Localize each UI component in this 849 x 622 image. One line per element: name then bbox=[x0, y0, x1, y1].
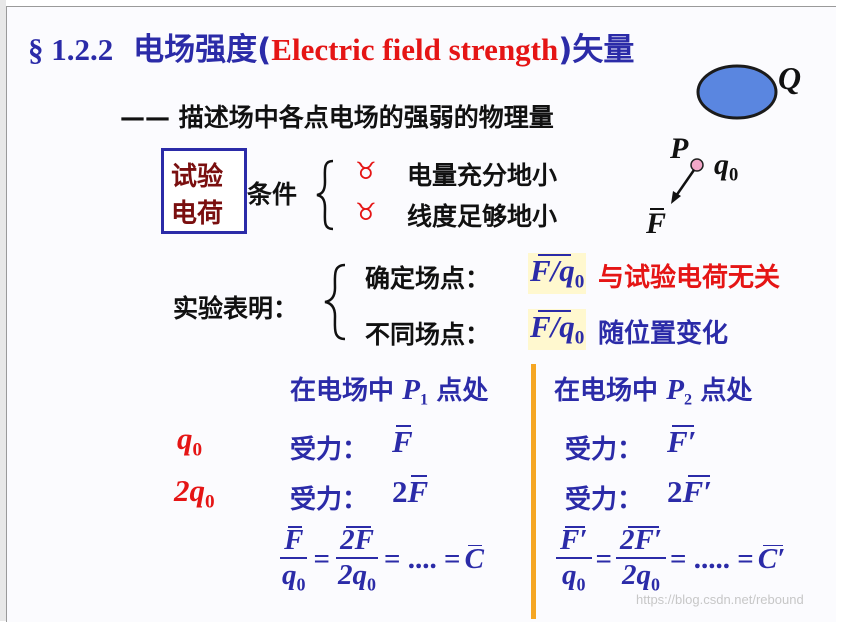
title-paren-close: ) bbox=[558, 32, 573, 68]
source-charge-ellipse bbox=[696, 64, 778, 120]
force-label: 受力： bbox=[565, 435, 644, 465]
title-zh: 电场强度 bbox=[133, 32, 258, 68]
experiment-brace bbox=[324, 263, 346, 341]
equation-col2: F′q0 = 2F′2q0 = ..... = C′ bbox=[556, 524, 785, 595]
force-arrow bbox=[674, 169, 696, 197]
label-Q: Q bbox=[778, 60, 802, 96]
col2-header: 在电场中 P2 点处 bbox=[554, 374, 753, 409]
col2-row1-force: F′ bbox=[667, 424, 697, 459]
row2-expression: F/q0 bbox=[528, 309, 587, 350]
experiment-label: 实验表明： bbox=[173, 294, 299, 323]
bullet-icon: ♉ bbox=[355, 157, 377, 185]
slide bbox=[6, 6, 836, 622]
row1-result: 与试验电荷无关 bbox=[598, 263, 781, 293]
col1-row2-force: 2F bbox=[392, 474, 429, 509]
field-figure bbox=[671, 64, 778, 204]
force-label: 受力： bbox=[565, 485, 644, 515]
title-suffix: 矢量 bbox=[572, 32, 635, 68]
section-number: § 1.2.2 bbox=[28, 32, 114, 67]
col1-row1-force: F bbox=[392, 424, 413, 459]
test-charge-line1: 试验 bbox=[171, 162, 224, 192]
col1-header: 在电场中 P1 点处 bbox=[290, 374, 489, 409]
force-label: 受力： bbox=[290, 435, 369, 465]
fraction-2F1-2q0: 2F′2q0 bbox=[616, 524, 667, 595]
subtitle: —— 描述场中各点电场的强弱的物理量 bbox=[120, 103, 554, 132]
charge-q0: q0 bbox=[177, 421, 203, 461]
title-paren-open: ( bbox=[257, 32, 272, 68]
bullet-icon: ♉ bbox=[355, 198, 377, 226]
label-F: F bbox=[646, 207, 667, 240]
title-en: Electric field strength bbox=[271, 32, 559, 67]
condition-label: 条件 bbox=[247, 180, 298, 209]
column-divider bbox=[531, 364, 536, 619]
test-charge-line2: 电荷 bbox=[171, 199, 224, 229]
label-P: P bbox=[670, 132, 689, 165]
page-title: § 1.2.2 电场强度(Electric field strength)矢量 bbox=[28, 24, 634, 69]
row1-label: 确定场点： bbox=[365, 264, 491, 293]
watermark: https://blog.csdn.net/rebound bbox=[636, 592, 804, 607]
fraction-F1-q0: F′q0 bbox=[556, 524, 592, 595]
condition-2: 线度足够地小 bbox=[407, 202, 558, 231]
row2-label: 不同场点： bbox=[365, 320, 491, 349]
col2-row2-force: 2F′ bbox=[667, 474, 712, 509]
force-arrowhead bbox=[671, 191, 681, 204]
condition-brace bbox=[316, 159, 334, 231]
charge-2q0: 2q0 bbox=[174, 473, 215, 513]
row1-expression: F/q0 bbox=[528, 253, 587, 294]
test-charge-dot bbox=[690, 158, 704, 172]
test-charge-box bbox=[161, 148, 247, 234]
label-q0: q0 bbox=[714, 148, 739, 186]
force-label: 受力： bbox=[290, 485, 369, 515]
row2-result: 随位置变化 bbox=[598, 319, 729, 349]
condition-1: 电量充分地小 bbox=[407, 161, 558, 190]
window-edge bbox=[0, 0, 6, 621]
